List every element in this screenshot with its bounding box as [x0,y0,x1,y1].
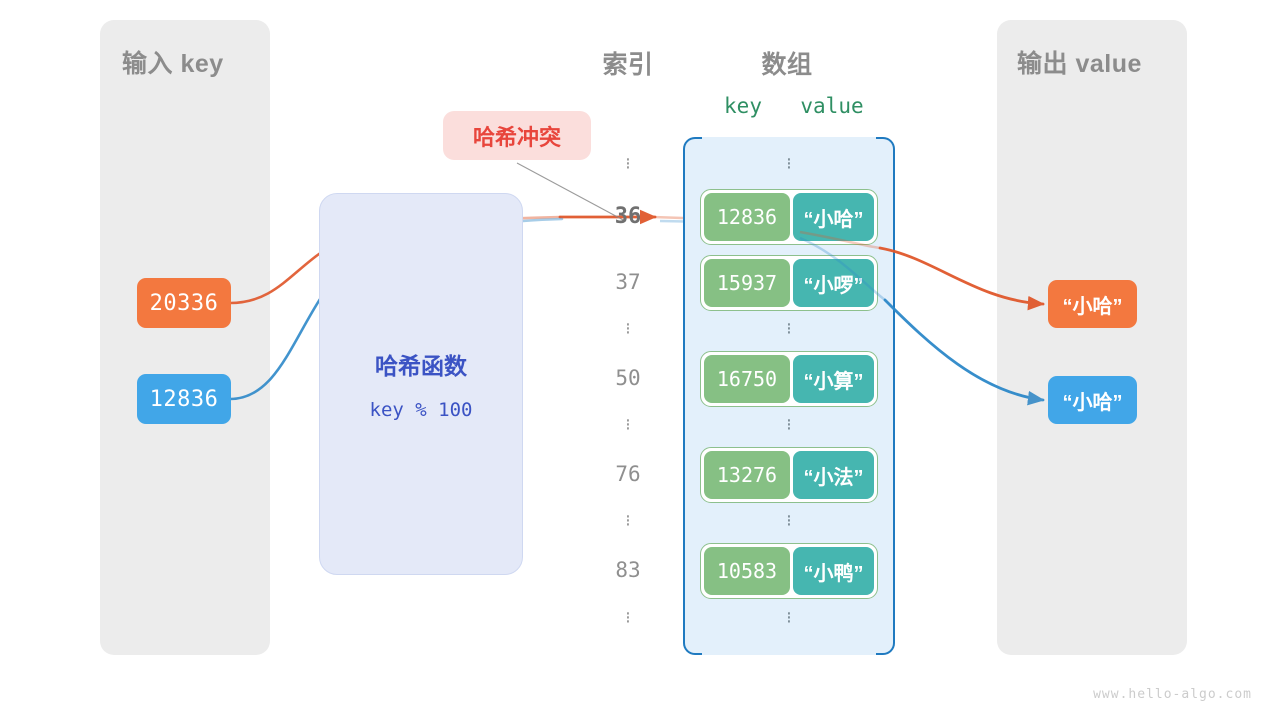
kv-column-header: key value [700,94,878,118]
dot: · [785,602,793,624]
cell-value: “小啰” [793,259,874,307]
output-title-text: 输出 value [1017,50,1142,78]
dot: · [785,606,793,628]
hash-function-formula: key % 100 [369,399,473,421]
dot: · [785,413,793,435]
cell-key: 12836 [704,193,790,241]
input-key-chip-12836[interactable]: 12836 [137,374,231,424]
array-column-title: 数组 [757,45,817,81]
array-cell[interactable]: 16750“小算” [700,351,878,407]
collision-callout: 哈希冲突 [443,111,591,160]
dot: · [624,602,632,624]
array-title-text: 数组 [761,51,813,79]
array-ellipsis: ··· [700,148,878,178]
dot: · [785,610,793,632]
output-value-chip-1[interactable]: “小哈” [1048,280,1137,328]
array-ellipsis: ··· [700,409,878,439]
dot: · [624,606,632,628]
input-key-value: 20336 [149,290,219,316]
index-label: 37 [615,270,641,294]
dot: · [785,148,793,170]
array-cell[interactable]: 10583“小鸭” [700,543,878,599]
dot: · [785,317,793,339]
collision-label: 哈希冲突 [472,124,561,150]
index-ellipsis: ··· [593,409,663,439]
value-column-header: value [800,94,864,118]
array-ellipsis: ··· [700,505,878,535]
input-panel-title: 输入 key [122,44,224,80]
dot: · [624,313,632,335]
index-column-title: 索引 [598,45,658,81]
index-label: 83 [615,558,641,582]
dot: · [785,513,793,535]
output-panel-title: 输出 value [1017,44,1142,80]
dot: · [785,409,793,431]
dot: · [624,409,632,431]
cell-value: “小法” [793,451,874,499]
index-label: 76 [615,462,641,486]
dot: · [624,417,632,439]
index-ellipsis: ··· [593,505,663,535]
dot: · [624,413,632,435]
output-panel [997,20,1187,655]
cell-key: 16750 [704,355,790,403]
array-cell[interactable]: 12836“小哈” [700,189,878,245]
key-column-header: key [724,94,762,118]
dot: · [785,152,793,174]
dot: · [624,505,632,527]
hash-function-title: 哈希函数 [375,353,467,379]
output-value-chip-2[interactable]: “小哈” [1048,376,1137,424]
cell-value: “小鸭” [793,547,874,595]
cell-key: 15937 [704,259,790,307]
dot: · [785,321,793,343]
cell-key: 13276 [704,451,790,499]
cell-key: 10583 [704,547,790,595]
input-title-text: 输入 key [122,50,224,78]
input-panel [100,20,270,655]
output-value: “小哈” [1062,295,1123,318]
index-ellipsis: ··· [593,313,663,343]
array-right-bracket [876,137,895,655]
dot: · [624,148,632,170]
dot: · [624,509,632,531]
index-ellipsis: ··· [593,148,663,178]
dot: · [785,509,793,531]
watermark: www.hello-algo.com [1093,687,1252,702]
dot: · [785,505,793,527]
dot: · [785,417,793,439]
input-key-chip-20336[interactable]: 20336 [137,278,231,328]
array-left-bracket [683,137,702,655]
array-ellipsis: ··· [700,313,878,343]
dot: · [785,313,793,335]
index-title-text: 索引 [602,51,654,79]
dot: · [624,317,632,339]
output-value: “小哈” [1062,391,1123,414]
array-cell[interactable]: 13276“小法” [700,447,878,503]
dot: · [624,610,632,632]
dot: · [624,152,632,174]
index-ellipsis: ··· [593,602,663,632]
index-label: 36 [614,204,642,229]
dot: · [624,156,632,178]
hash-function-box: 哈希函数 key % 100 [319,193,523,575]
cell-value: “小哈” [793,193,874,241]
dot: · [785,156,793,178]
input-key-value: 12836 [149,386,219,412]
array-container: ···12836“小哈”15937“小啰”···16750“小算”···1327… [683,137,895,655]
dot: · [624,321,632,343]
dot: · [624,513,632,535]
index-label: 50 [615,366,641,390]
array-cell[interactable]: 15937“小啰” [700,255,878,311]
array-ellipsis: ··· [700,602,878,632]
cell-value: “小算” [793,355,874,403]
